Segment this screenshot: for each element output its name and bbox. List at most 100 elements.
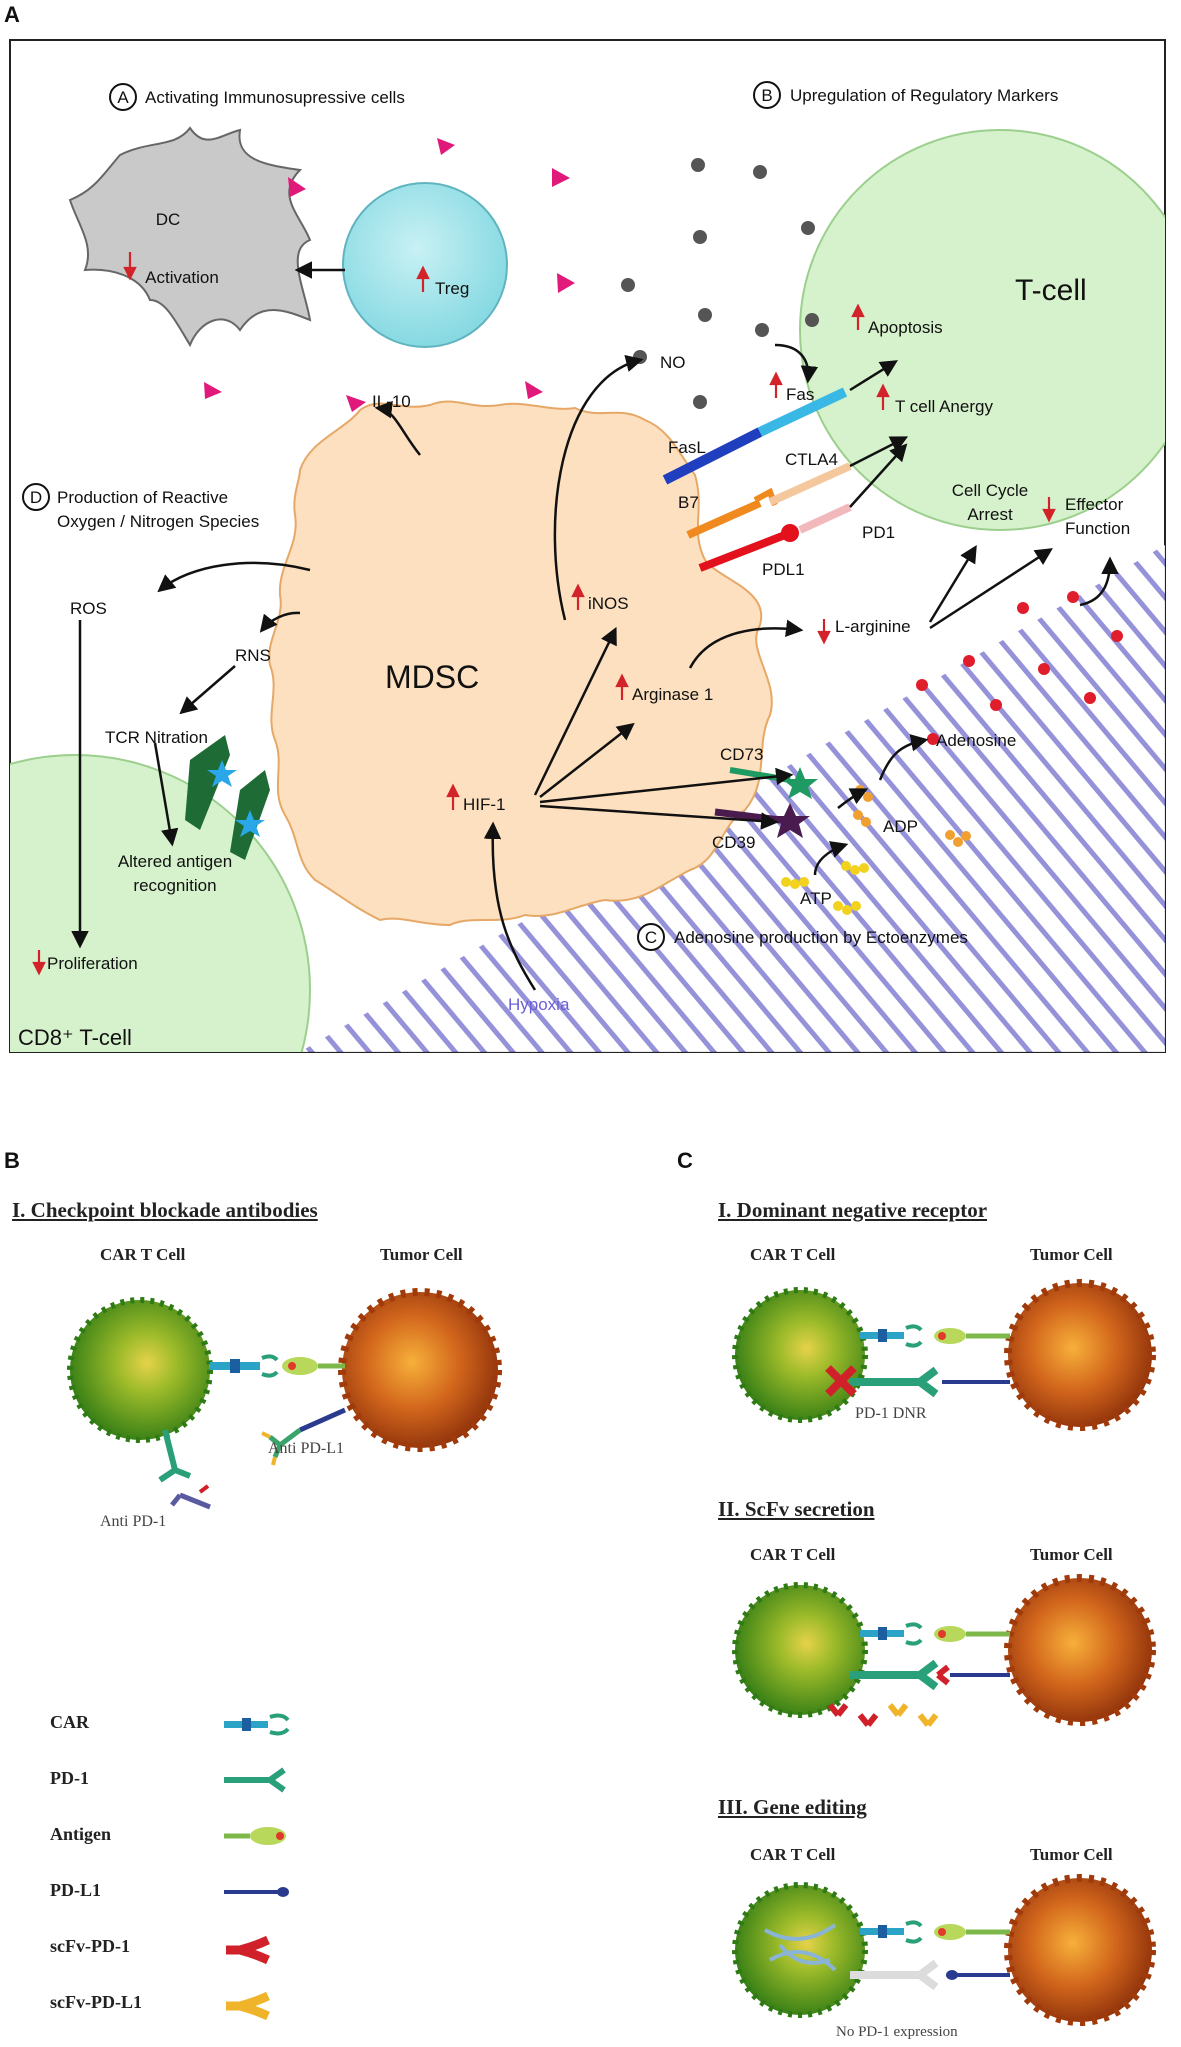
section-a-marker-text: A <box>117 88 129 107</box>
section-a-marker <box>109 83 137 111</box>
adp-label: ADP <box>883 817 918 836</box>
panel-b-car-label: CAR T Cell <box>100 1245 186 1264</box>
panel-b-letter: B <box>4 1148 20 1173</box>
inos-label: iNOS <box>588 594 629 613</box>
pdl1-label: PDL1 <box>762 560 805 579</box>
pd1-label: PD1 <box>862 523 895 542</box>
effector-line2: Function <box>1065 519 1130 538</box>
adenosine-label: Adenosine <box>936 731 1016 750</box>
cd73-label: CD73 <box>720 745 763 764</box>
panel-c3-tumor-label: Tumor Cell <box>1030 1845 1113 1864</box>
apoptosis-label: Apoptosis <box>868 318 943 337</box>
panel-c-letter: C <box>677 1148 693 1173</box>
scfv-pdl1-icon <box>226 1991 270 2021</box>
tumor-cell <box>1004 1874 1156 2026</box>
section-c-marker <box>637 923 665 951</box>
red-indicator-arrows <box>32 252 1056 976</box>
altered-line2: recognition <box>133 876 216 895</box>
atp-beads <box>781 861 869 915</box>
mdsc-shape <box>268 400 773 927</box>
fasl-label: FasL <box>668 438 706 457</box>
section-d-marker <box>22 483 50 511</box>
adenosine-dots <box>916 591 1123 745</box>
section-d-line2: Oxygen / Nitrogen Species <box>57 512 259 531</box>
fas-receptor <box>757 387 848 437</box>
panel-c2-tumor-label: Tumor Cell <box>1030 1545 1113 1564</box>
treg-label: Treg <box>435 279 469 298</box>
panel-c1-title: I. Dominant negative receptor <box>718 1198 988 1222</box>
tcr-receptor <box>185 735 270 860</box>
panel-b-title: I. Checkpoint blockade antibodies <box>12 1198 318 1222</box>
antigen-icon <box>224 1827 286 1845</box>
b7-label: B7 <box>678 493 699 512</box>
treg-circle <box>342 182 508 348</box>
dc-label-line1: DC <box>156 210 181 229</box>
tcr-nitration-label: TCR Nitration <box>105 728 208 747</box>
panel-c2-title: II. ScFv secretion <box>718 1497 875 1521</box>
car-t-cell <box>732 1582 868 1718</box>
panel-a-letter: A <box>4 2 20 27</box>
tumor-cell <box>338 1288 502 1452</box>
ros-label: ROS <box>70 599 107 618</box>
ctla4-receptor <box>768 462 852 506</box>
panel-b-tumor-label: Tumor Cell <box>380 1245 463 1264</box>
legend-antigen-label: Antigen <box>50 1824 112 1844</box>
panel-c3-car-label: CAR T Cell <box>750 1845 836 1864</box>
anergy-label: T cell Anergy <box>895 397 993 416</box>
cd8-t-cell-label: CD8⁺ T-cell <box>18 1025 132 1050</box>
section-b-marker-text: B <box>761 86 772 105</box>
tumor-cell <box>1004 1279 1156 1431</box>
car-t-cell <box>67 1297 213 1443</box>
b7-receptor <box>686 499 762 539</box>
section-d-marker-text: D <box>30 488 42 507</box>
pd1-receptor <box>798 503 852 534</box>
panel-c1-tumor-label: Tumor Cell <box>1030 1245 1113 1264</box>
section-d-line1: Production of Reactive <box>57 488 228 507</box>
anti-pdl1-label: Anti PD-L1 <box>268 1440 344 1457</box>
fas-label: Fas <box>786 385 814 404</box>
pd1-dnr-label: PD-1 DNR <box>855 1405 927 1422</box>
t-cell-circle <box>799 129 1165 531</box>
scfv-pd1-icon <box>226 1935 270 1965</box>
l-arginine-label: L-arginine <box>835 617 911 636</box>
section-a-title: Activating Immunosupressive cells <box>145 88 405 107</box>
effector-line1: Effector <box>1065 495 1124 514</box>
proliferation-label: Proliferation <box>47 954 138 973</box>
legend-scfv-pdl1-label: scFv-PD-L1 <box>50 1992 142 2012</box>
fasl-receptor <box>662 427 763 485</box>
il10-triangles <box>204 138 575 412</box>
legend-icons <box>224 1713 290 2021</box>
panel-a-diagram: A Activating Immunosupressive cells B Up… <box>9 39 1166 1053</box>
hif1-label: HIF-1 <box>463 795 506 814</box>
car-t-cell <box>732 1882 868 2018</box>
pd1-icon <box>224 1767 286 1793</box>
panel-c1-car-label: CAR T Cell <box>750 1245 836 1264</box>
cell-cycle-line1: Cell Cycle <box>952 481 1029 500</box>
section-c-title: Adenosine production by Ectoenzymes <box>674 928 968 947</box>
rns-label: RNS <box>235 646 271 665</box>
panel-c2-diagram <box>732 1574 1156 1727</box>
t-cell-label: T-cell <box>1015 274 1087 307</box>
ctla4-label: CTLA4 <box>785 450 838 469</box>
panel-c3-title: III. Gene editing <box>718 1795 867 1819</box>
pathway-arrows <box>71 261 1119 991</box>
no-label: NO <box>660 353 686 372</box>
legend-scfv-pd1-label: scFv-PD-1 <box>50 1936 130 1956</box>
panel-c2-car-label: CAR T Cell <box>750 1545 836 1564</box>
dc-label-line2: Activation <box>145 268 219 287</box>
section-b-title: Upregulation of Regulatory Markers <box>790 86 1058 105</box>
dna-icon <box>764 1923 837 1972</box>
section-c-marker-text: C <box>645 928 657 947</box>
section-b-marker <box>753 81 781 109</box>
tumor-cell <box>1004 1574 1156 1726</box>
cd39-label: CD39 <box>712 833 755 852</box>
car-t-cell <box>732 1287 868 1423</box>
arginase-label: Arginase 1 <box>632 685 713 704</box>
legend-pdl1-label: PD-L1 <box>50 1880 101 1900</box>
legend-car-label: CAR <box>50 1712 89 1732</box>
pdl1-receptor <box>698 531 787 572</box>
dc-shape <box>68 126 312 348</box>
no-pd1-expression-label: No PD-1 expression <box>836 2024 958 2040</box>
panel-c1-diagram <box>732 1279 1156 1431</box>
panel-c3-diagram <box>732 1874 1156 2026</box>
